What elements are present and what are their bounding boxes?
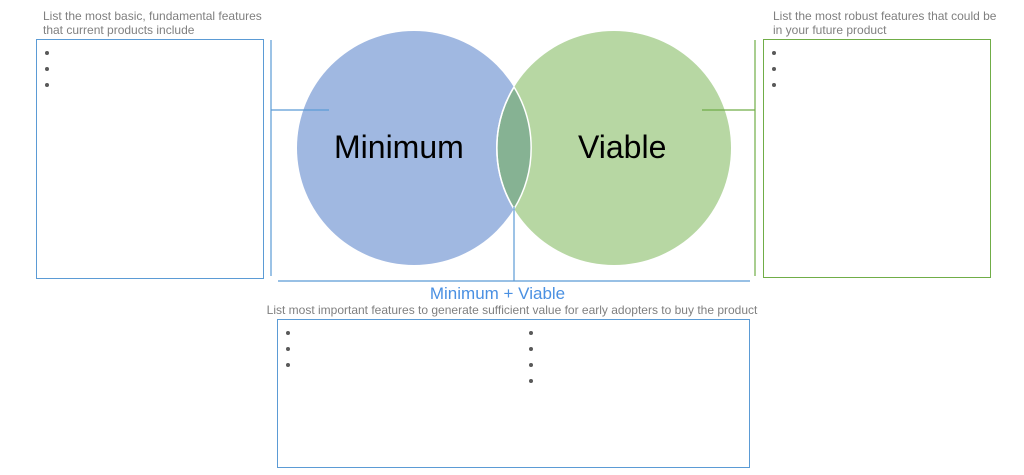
- bottom-bullet-item[interactable]: [286, 357, 406, 373]
- right-bullet-list: [772, 45, 892, 93]
- minimum-label: Minimum: [334, 129, 464, 165]
- bottom-panel-box[interactable]: [277, 319, 750, 468]
- minimum-viable-title: Minimum + Viable: [429, 284, 566, 303]
- bottom-bullet-item[interactable]: [529, 357, 649, 373]
- right-panel-box[interactable]: [763, 39, 991, 278]
- bottom-panel-caption: List most important features to generate…: [266, 303, 758, 317]
- bottom-bullet-list-col1: [286, 325, 406, 373]
- left-bullet-item[interactable]: [45, 45, 165, 61]
- left-panel-box[interactable]: [36, 39, 264, 279]
- bottom-bullet-item[interactable]: [286, 325, 406, 341]
- right-bullet-item[interactable]: [772, 61, 892, 77]
- bottom-bullet-item[interactable]: [529, 325, 649, 341]
- left-panel-caption: List the most basic, fundamental feature…: [43, 9, 262, 37]
- right-panel-caption: List the most robust features that could…: [773, 9, 997, 37]
- bottom-bullet-item[interactable]: [529, 373, 649, 389]
- left-bullet-list: [45, 45, 165, 93]
- overlap-edge-left: [496, 86, 515, 210]
- left-bullet-item[interactable]: [45, 77, 165, 93]
- bottom-bullet-item[interactable]: [529, 341, 649, 357]
- minimum-circle: [297, 31, 531, 265]
- viable-label: Viable: [578, 129, 667, 165]
- left-bullet-item[interactable]: [45, 61, 165, 77]
- bottom-bullet-list-col2: [529, 325, 649, 389]
- bottom-bullet-item[interactable]: [286, 341, 406, 357]
- right-bullet-item[interactable]: [772, 45, 892, 61]
- right-bullet-item[interactable]: [772, 77, 892, 93]
- viable-circle: [497, 31, 731, 265]
